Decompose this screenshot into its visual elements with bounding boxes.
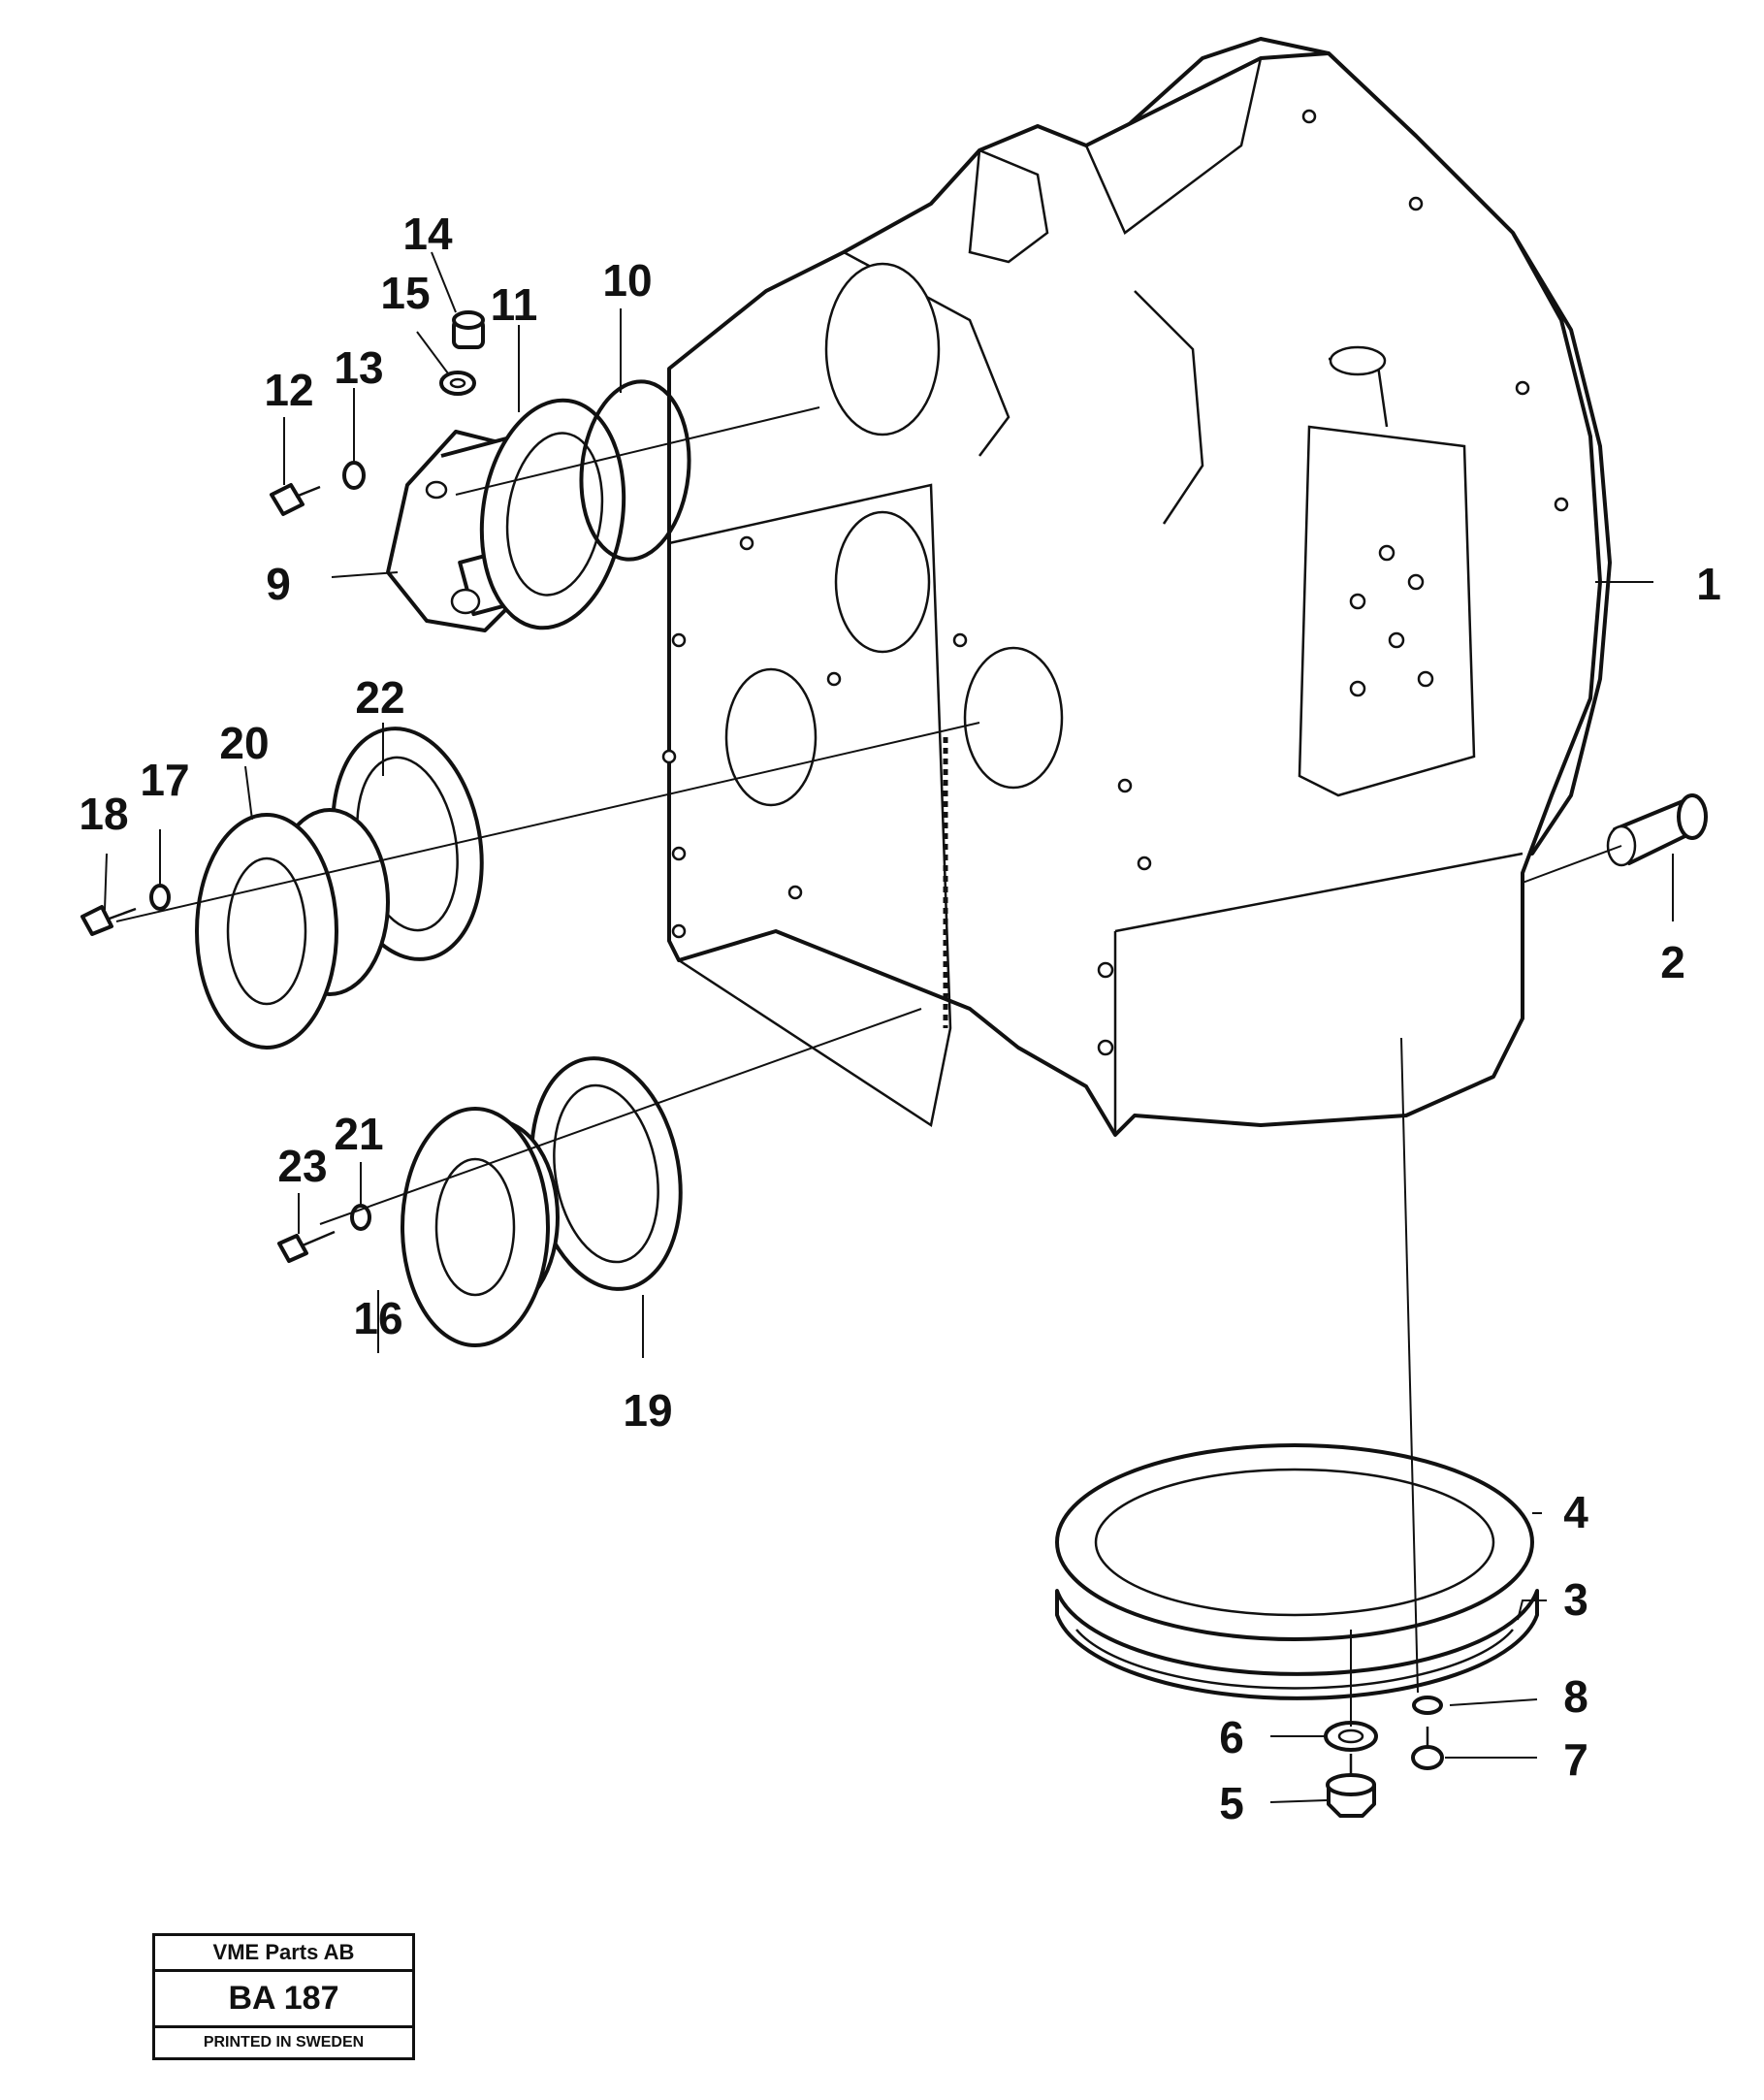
- part-12-bolt: [270, 483, 321, 516]
- title-block-drawing-number: BA 187: [155, 1972, 412, 2028]
- callout-13: 13: [334, 342, 383, 393]
- callout-11: 11: [491, 279, 538, 330]
- title-block-printed-note: PRINTED IN SWEDEN: [203, 2034, 365, 2051]
- housing-bore-upper: [824, 262, 941, 436]
- callout-labels: 1 2 3 4 5 6 7 8 9 10 11 12 13 14 15 16 1…: [79, 209, 1720, 1828]
- assembly-centre-lines: [115, 406, 1622, 1727]
- part-15-washer: [439, 371, 476, 396]
- part-7-bolt: [1411, 1727, 1444, 1770]
- housing-bore-left: [724, 667, 818, 807]
- housing-main-body: [667, 51, 1602, 1137]
- callout-14: 14: [402, 209, 453, 259]
- callout-20: 20: [219, 718, 269, 768]
- title-block: VME Parts AB BA 187 PRINTED IN SWEDEN: [152, 1933, 415, 2060]
- housing-boss-hole: [1329, 345, 1387, 376]
- callout-7: 7: [1563, 1734, 1588, 1785]
- callout-9: 9: [266, 559, 291, 609]
- callout-12: 12: [264, 365, 313, 415]
- part-6-seal-ring: [1324, 1721, 1378, 1752]
- callout-6: 6: [1219, 1712, 1244, 1762]
- housing-bolt-holes: [661, 109, 1569, 1056]
- housing-bore-middle: [834, 510, 931, 654]
- callout-21: 21: [334, 1109, 383, 1159]
- housing-side-cover-plate: [1298, 425, 1476, 797]
- part-20-cover: [195, 808, 390, 1050]
- housing-front-face: [668, 483, 952, 1128]
- housing-bottom-edge: [1113, 852, 1523, 1135]
- housing-top-rib: [1084, 57, 1263, 235]
- housing-top-lug: [968, 148, 1049, 264]
- callout-22: 22: [355, 672, 404, 723]
- title-block-company: VME Parts AB: [155, 1936, 412, 1972]
- part-17-washer: [149, 884, 171, 911]
- callout-17: 17: [140, 755, 189, 805]
- callout-2: 2: [1660, 937, 1685, 987]
- callout-leaders: [104, 251, 1674, 1803]
- callout-10: 10: [602, 255, 652, 306]
- callout-18: 18: [79, 789, 128, 839]
- callout-5: 5: [1219, 1778, 1244, 1828]
- callout-19: 19: [623, 1385, 672, 1436]
- part-11-gasket: [479, 398, 626, 630]
- part-2-plug: [1606, 793, 1708, 867]
- callout-3: 3: [1563, 1574, 1588, 1625]
- housing-bore-right: [963, 646, 1064, 790]
- callout-4: 4: [1563, 1487, 1588, 1537]
- part-5-drain-plug: [1326, 1754, 1376, 1818]
- part-19-gasket: [529, 1056, 683, 1291]
- part-18-bolt: [80, 905, 137, 936]
- housing-center-rib: [1134, 290, 1204, 525]
- part-8-washer: [1412, 1696, 1443, 1715]
- part-4-ring-gasket: [1055, 1443, 1534, 1641]
- callout-15: 15: [380, 268, 430, 318]
- callout-1: 1: [1696, 559, 1721, 609]
- part-23-bolt: [277, 1230, 336, 1263]
- part-1-housing: [661, 37, 1612, 1137]
- part-13-washer: [342, 461, 366, 490]
- part-16-cover: [401, 1107, 560, 1347]
- callout-8: 8: [1563, 1671, 1588, 1722]
- callout-16: 16: [353, 1293, 402, 1343]
- part-14-breather: [452, 310, 485, 349]
- callout-23: 23: [277, 1141, 327, 1191]
